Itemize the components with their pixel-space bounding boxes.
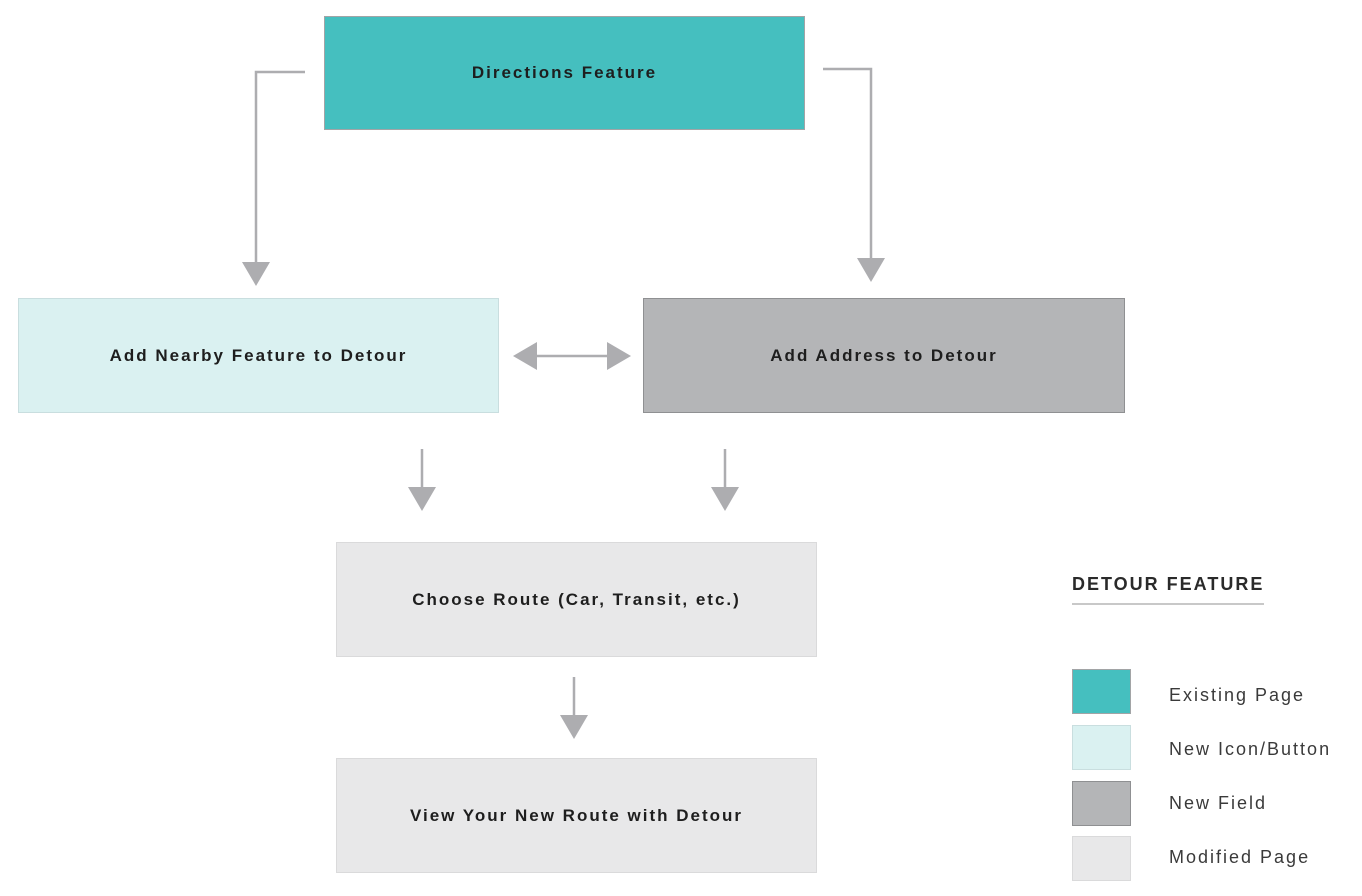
- node-directions-feature: Directions Feature: [324, 16, 805, 130]
- legend-swatch-new-icon-button: [1072, 725, 1131, 770]
- legend-swatch-new-field: [1072, 781, 1131, 826]
- edge-directions-to-address: [823, 67, 873, 262]
- legend-label-modified-page: Modified Page: [1169, 847, 1311, 867]
- legend-swatch-modified-page: [1072, 836, 1131, 881]
- node-add-address: Add Address to Detour: [643, 298, 1125, 413]
- node-address-label: Add Address to Detour: [770, 345, 998, 365]
- node-view-new-route: View Your New Route with Detour: [336, 758, 817, 873]
- legend-label-new-field: New Field: [1169, 793, 1268, 813]
- arrowhead-down-route-right: [711, 487, 739, 511]
- node-add-nearby-feature: Add Nearby Feature to Detour: [18, 298, 499, 413]
- legend-label-existing-page: Existing Page: [1169, 685, 1306, 705]
- node-directions-label: Directions Feature: [471, 63, 658, 82]
- node-view-label: View Your New Route with Detour: [409, 805, 744, 825]
- edge-directions-to-nearby: [254, 70, 305, 266]
- legend-swatch-existing-page: [1072, 669, 1131, 714]
- arrowhead-left-nearby: [513, 342, 537, 370]
- arrowhead-down-address: [857, 258, 885, 282]
- arrowhead-down-route-left: [408, 487, 436, 511]
- legend-label-new-icon-button: New Icon/Button: [1169, 739, 1332, 759]
- arrowhead-right-address: [607, 342, 631, 370]
- arrowhead-down-view: [560, 715, 588, 739]
- node-nearby-label: Add Nearby Feature to Detour: [109, 345, 408, 365]
- arrowhead-down-nearby: [242, 262, 270, 286]
- legend-title: DETOUR FEATURE: [1072, 574, 1265, 605]
- node-route-label: Choose Route (Car, Transit, etc.): [412, 589, 741, 609]
- node-choose-route: Choose Route (Car, Transit, etc.): [336, 542, 817, 657]
